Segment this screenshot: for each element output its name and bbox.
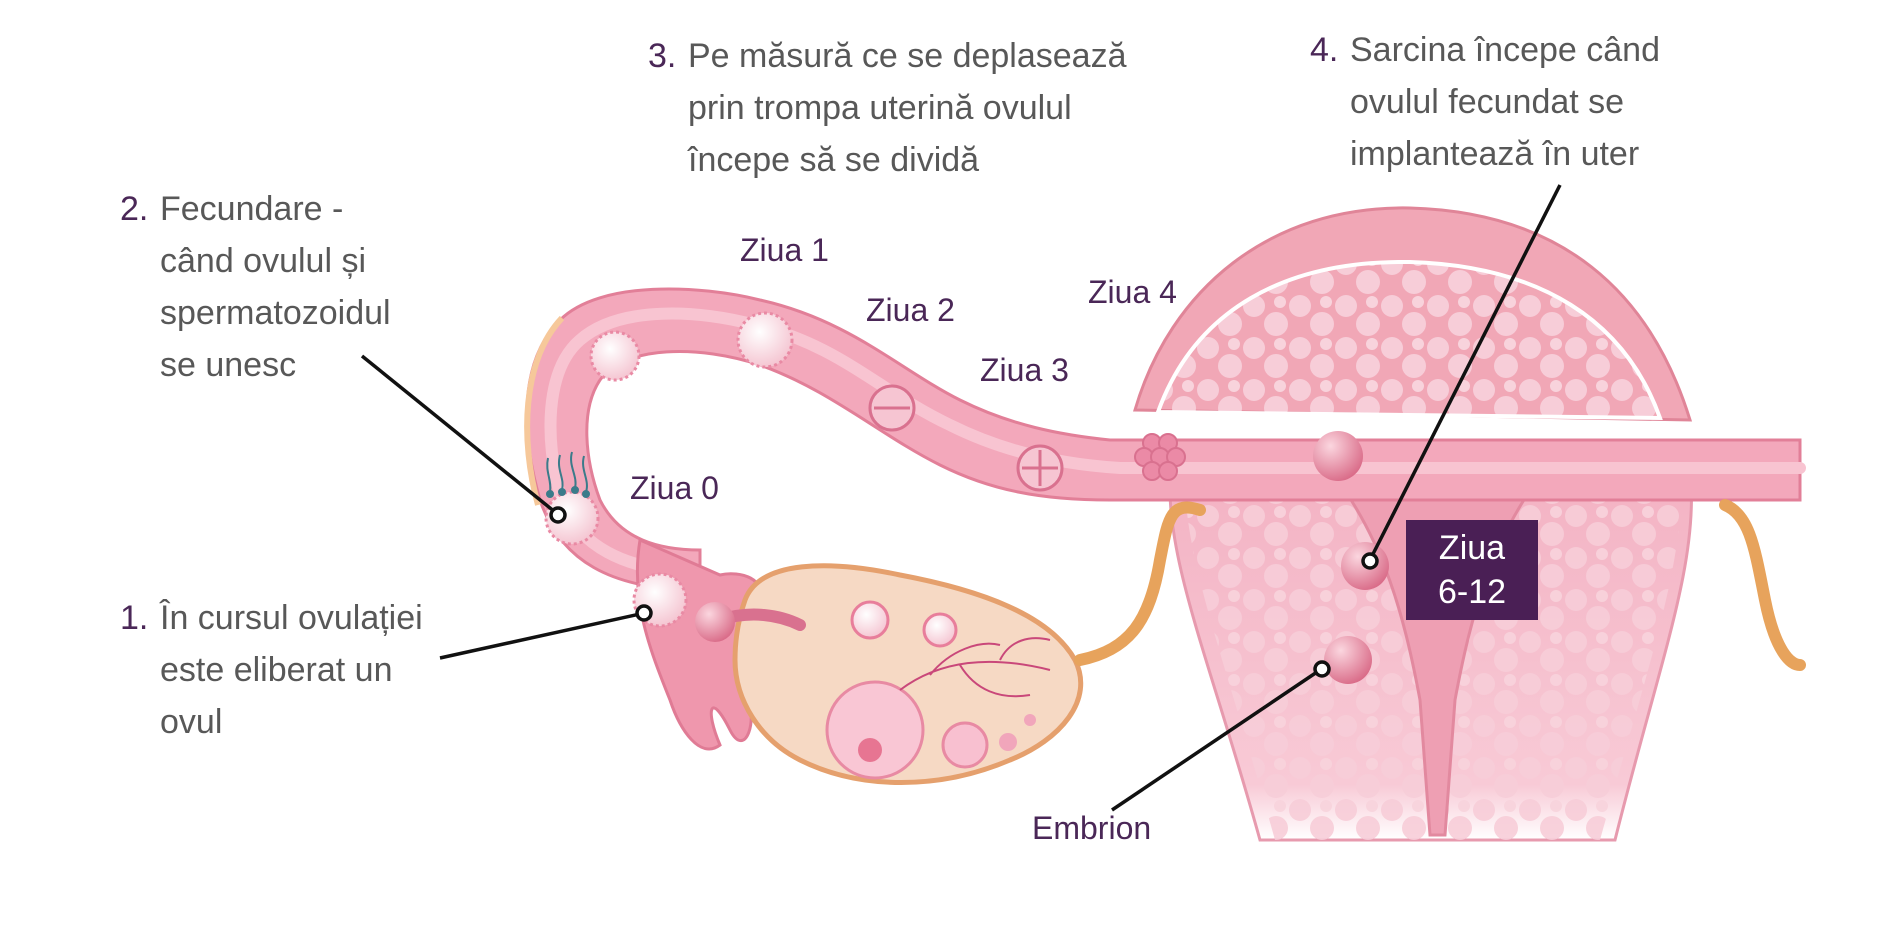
step-4-caption: 4. Sarcina începe când ovulul fecundat s… [1310,24,1660,180]
leader-lines [360,184,1562,812]
follicle-small [999,733,1017,751]
step-1-caption: 1. În cursul ovulației este eliberat un … [120,592,423,748]
step-2-number: 2. [120,190,149,228]
ovary [732,563,1084,785]
step-1-number: 1. [120,599,149,637]
day-4-label: Ziua 4 [1088,274,1177,310]
follicle-large-oocyte [858,738,882,762]
zygote-day1 [736,311,794,369]
follicle-large [825,680,925,780]
blastocyst [1313,431,1363,481]
uterus-lining [1155,259,1663,421]
day-3-label: Ziua 3 [980,352,1069,388]
leader-dots [549,506,1379,678]
day-1-label: Ziua 1 [740,232,829,268]
sperm-icon [546,451,590,498]
leader-step1 [439,612,641,660]
step-3-line-2: prin trompa uterină ovulul [688,89,1072,127]
day-0-label: Ziua 0 [630,470,719,506]
step-1-line-2: este eliberat un [160,651,393,689]
tube-outer-edge [524,315,565,506]
step-2-line-4: se unesc [160,346,297,384]
ovarian-ligament [1074,501,1206,666]
follicle-ripe-2 [922,612,958,648]
leader-step4 [1370,184,1562,557]
leader-step2 [360,354,557,514]
right-ovarian-ligament [1719,499,1806,671]
step-3-line-3: începe să se dividă [688,141,980,179]
cell-tube-start [589,330,641,382]
released-ovum [695,602,735,642]
follicle-tiny [1024,714,1036,726]
morula-day4 [1134,433,1186,481]
day-6-12-line-1: Ziua [1438,529,1506,567]
leader-embryo [1111,668,1321,812]
day-2-label: Ziua 2 [866,292,955,328]
step-3-line-1: Pe măsură ce se deplasează [688,37,1127,75]
step-3-number: 3. [648,37,677,75]
four-cell-day3 [1016,444,1064,492]
step-1-line-1: În cursul ovulației [160,599,423,637]
step-1-line-3: ovul [160,703,223,741]
embryo-label: Embrion [1032,810,1152,846]
day-6-12-badge: Ziua 6-12 [1406,520,1538,620]
step-2-caption: 2. Fecundare - când ovulul și spermatozo… [120,183,391,391]
step-4-number: 4. [1310,31,1339,69]
two-cell-day2 [868,384,916,432]
step-2-line-3: spermatozoidul [160,294,391,332]
day-6-12-line-2: 6-12 [1437,573,1507,611]
step-2-line-1: Fecundare - [160,190,344,228]
step-2-line-2: când ovulul și [160,242,367,280]
follicle-ripe [850,600,890,640]
follicle-medium [941,721,989,769]
step-4-line-1: Sarcina începe când [1350,31,1660,69]
ovary-vessels [899,637,1051,698]
embryo [1324,636,1372,684]
step-4-line-2: ovulul fecundat se [1350,83,1625,121]
step-3-caption: 3. Pe măsură ce se deplasează prin tromp… [648,30,1127,186]
step-4-line-3: implantează în uter [1350,135,1640,173]
